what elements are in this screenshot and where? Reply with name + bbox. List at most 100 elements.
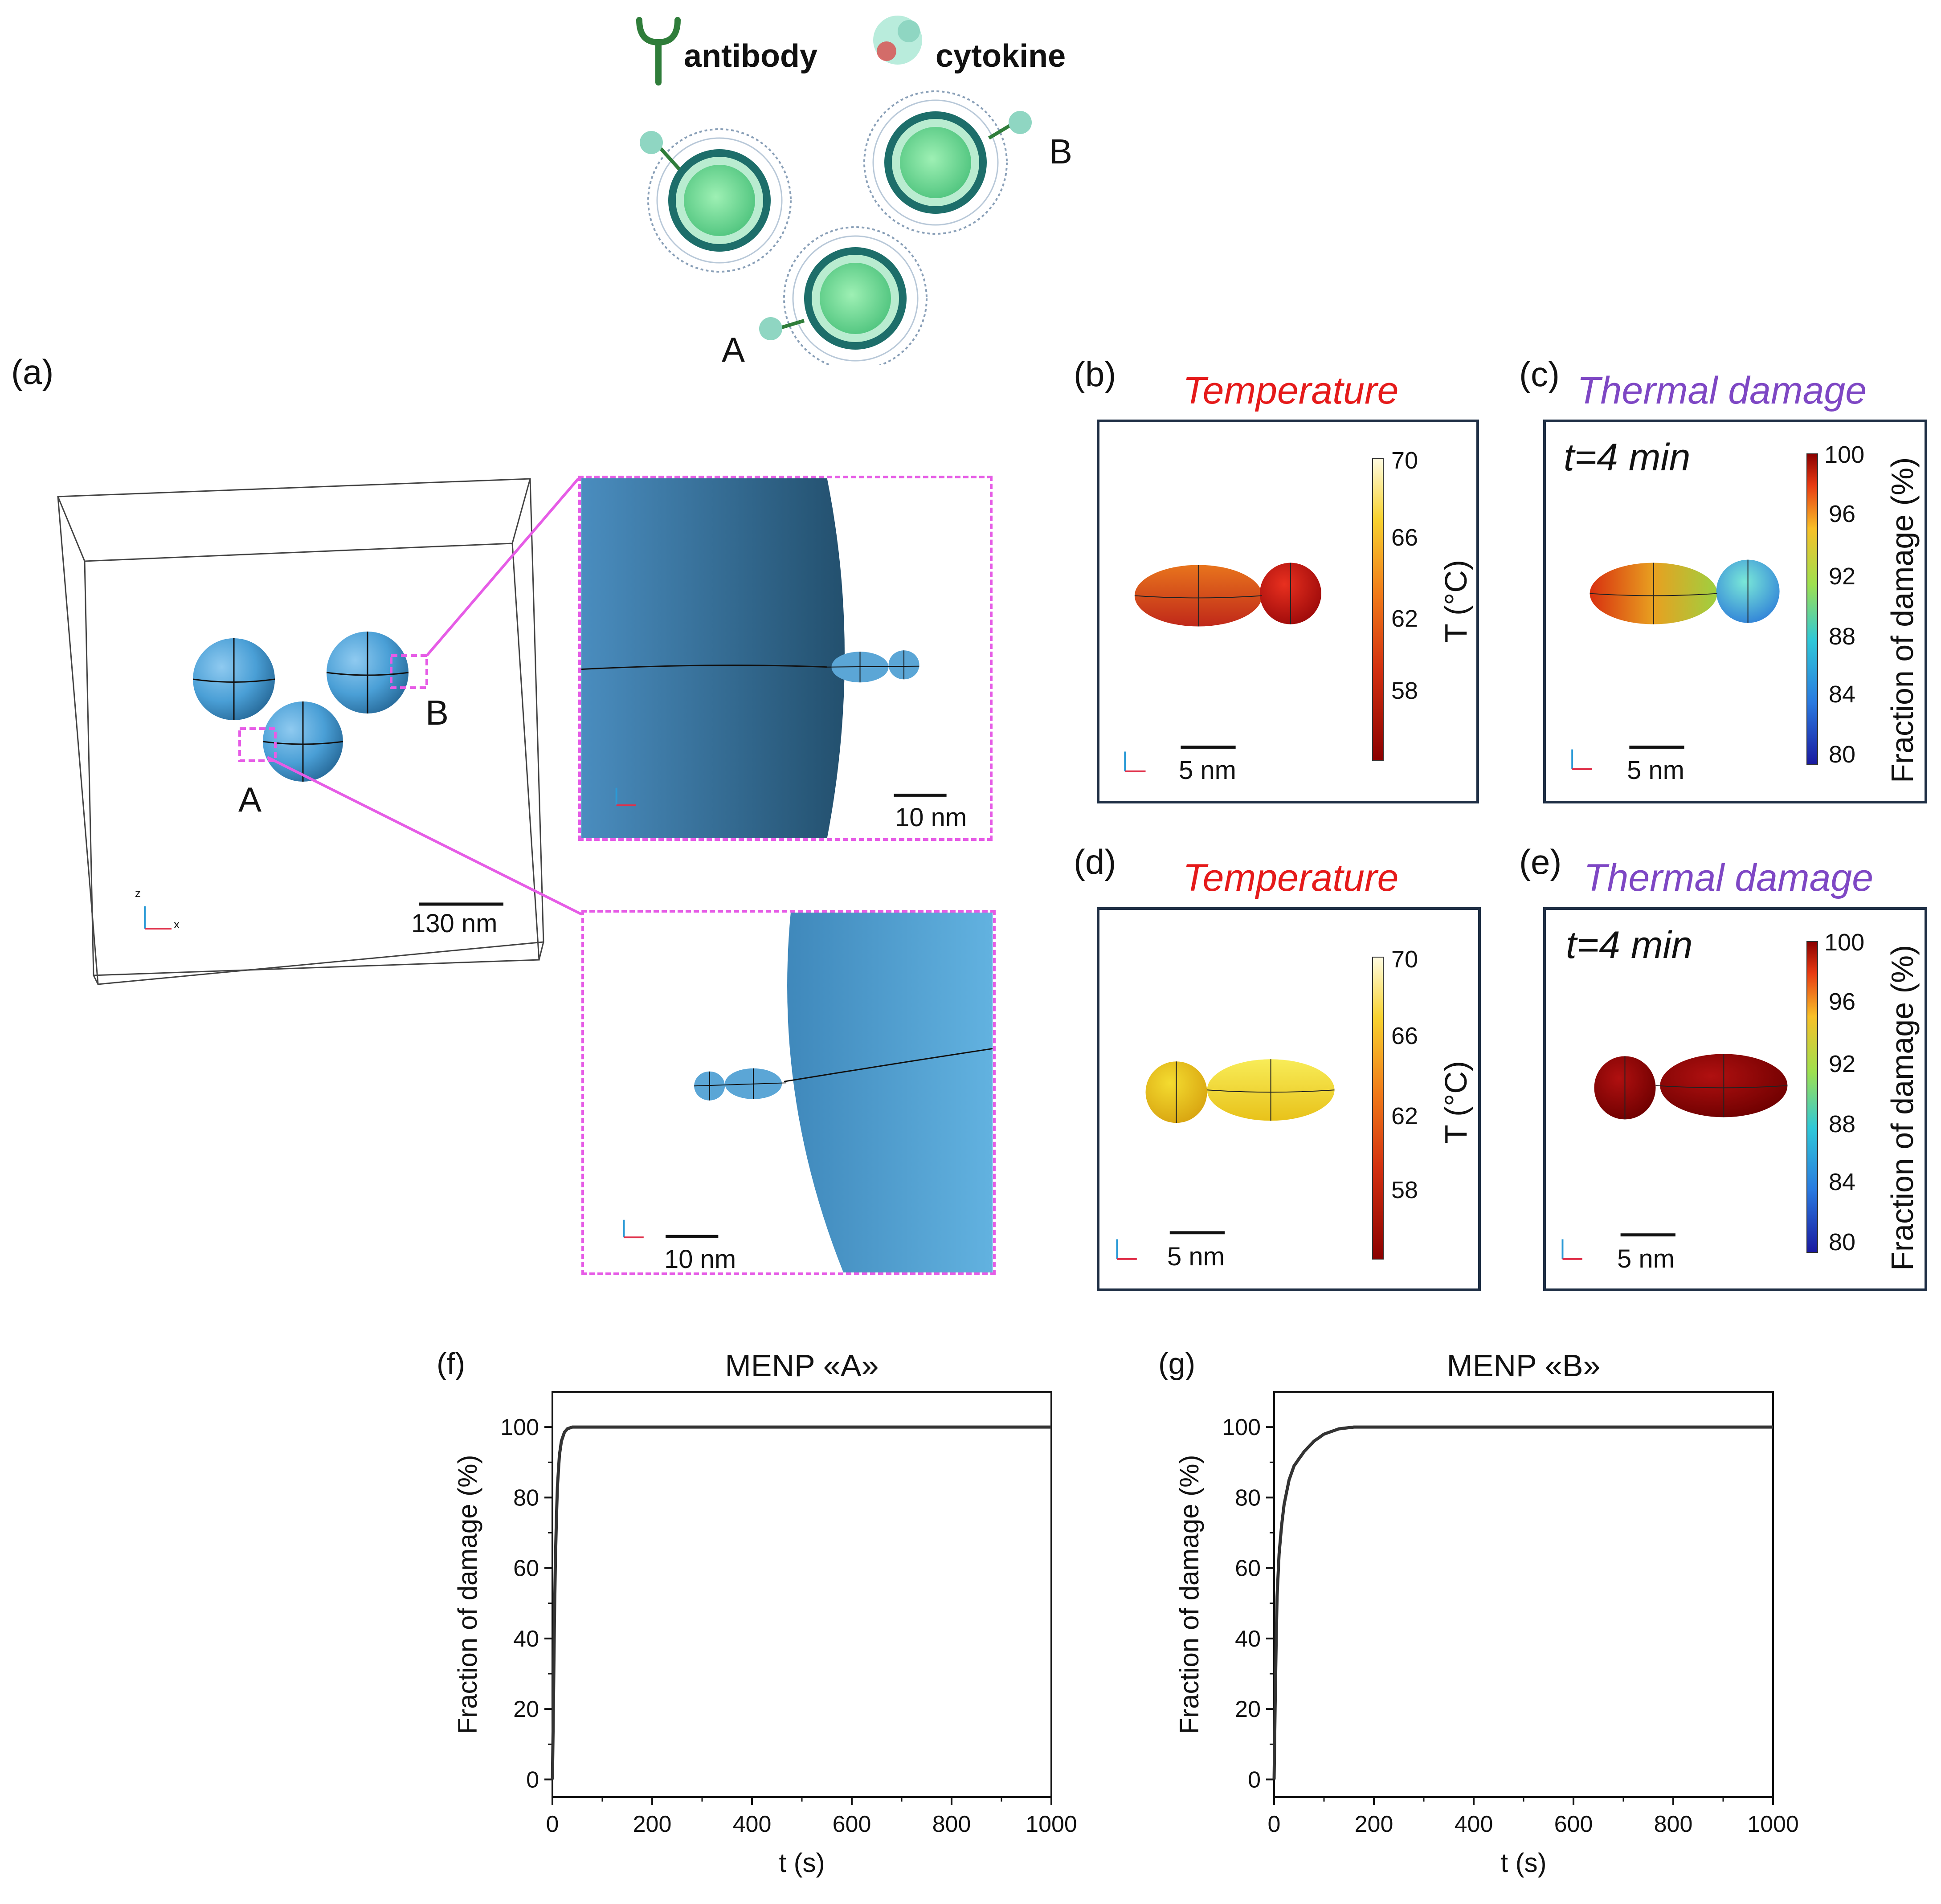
particle-right: [863, 90, 1032, 235]
sphere-left: [192, 638, 275, 720]
panel-c-label: (c): [1519, 355, 1560, 394]
axis-z-main: z: [135, 886, 141, 900]
tick: 70: [1391, 447, 1418, 474]
panel-label: (f): [437, 1347, 465, 1381]
y-tick-label: 0: [1248, 1767, 1261, 1793]
panel-b-label: (b): [1074, 355, 1116, 394]
tick: 84: [1829, 681, 1856, 708]
sphere-b: [326, 632, 409, 713]
particle-bottom: [759, 226, 928, 365]
tick: 70: [1391, 946, 1418, 973]
point-a-label: A: [238, 780, 262, 819]
y-tick-label: 60: [513, 1556, 539, 1582]
particle-a-label: A: [722, 330, 745, 369]
tick: 88: [1829, 1111, 1856, 1138]
particle-left: [640, 128, 792, 273]
x-tick-label: 0: [1268, 1811, 1281, 1837]
x-tick-label: 1000: [1747, 1811, 1799, 1837]
y-axis-label: Fraction of damage (%): [1174, 1455, 1204, 1734]
panel-b-title: Temperature: [1183, 369, 1399, 412]
scale-text: 5 nm: [1627, 756, 1684, 785]
panel-d-title: Temperature: [1183, 856, 1399, 899]
zoom-bottom-drawing: [623, 913, 993, 1272]
tick: 80: [1829, 741, 1856, 768]
schematic-drawing: [636, 16, 1032, 365]
tick: 62: [1391, 605, 1418, 632]
point-b-label: B: [425, 693, 449, 732]
tick: 92: [1829, 1051, 1856, 1077]
tick: 100: [1824, 441, 1865, 468]
panel-d-particles: [1116, 1059, 1335, 1260]
x-axis-label: t (s): [779, 1848, 825, 1878]
scale-zoom-bottom-text: 10 nm: [664, 1245, 736, 1274]
x-tick-label: 200: [633, 1811, 672, 1837]
tick: 80: [1829, 1229, 1856, 1256]
tick: 58: [1391, 677, 1418, 704]
particle-b-label: B: [1049, 132, 1073, 171]
zoom-panel-top: 10 nm: [578, 476, 993, 841]
zoom-panel-bottom: 10 nm: [581, 910, 996, 1275]
panel-e-particles: [1561, 1054, 1788, 1260]
sphere-a: [262, 701, 343, 782]
x-tick-label: 400: [733, 1811, 772, 1837]
tick: 62: [1391, 1103, 1418, 1129]
axis-x-main: x: [174, 917, 180, 931]
x-tick-label: 600: [1554, 1811, 1593, 1837]
scale-text: 5 nm: [1179, 756, 1236, 785]
tick: 100: [1824, 929, 1865, 956]
panel-b-frame: 70 66 62 58 T (°C) 5 nm: [1097, 420, 1479, 803]
x-tick-label: 600: [833, 1811, 871, 1837]
damage-colorbar: [1806, 453, 1818, 765]
colorbar-title: Fraction of damage (%): [1885, 457, 1920, 783]
scale-zoom-top-text: 10 nm: [895, 803, 967, 832]
panel-d-label: (d): [1074, 842, 1116, 881]
tick: 92: [1829, 563, 1856, 590]
scale-main-text: 130 nm: [411, 909, 498, 938]
panel-b-particles: [1124, 563, 1321, 772]
colorbar-title: Fraction of damage (%): [1885, 945, 1920, 1271]
axis-triad-main: [144, 906, 172, 930]
tick: 66: [1391, 524, 1418, 551]
tick: 88: [1829, 623, 1856, 650]
series-line: [1272, 1425, 1773, 1780]
x-tick-label: 200: [1355, 1811, 1393, 1837]
tick: 96: [1829, 988, 1856, 1015]
y-tick-label: 0: [526, 1767, 539, 1793]
y-tick-label: 20: [1235, 1696, 1261, 1722]
scale-text: 5 nm: [1167, 1242, 1225, 1271]
plot-frame: [552, 1391, 1052, 1798]
time-label: t=4 min: [1566, 924, 1693, 966]
y-axis-label: Fraction of damage (%): [453, 1455, 482, 1734]
temperature-colorbar: [1372, 957, 1384, 1260]
y-tick-label: 20: [513, 1696, 539, 1722]
antibody-icon: [636, 17, 681, 86]
panel-a-label: (a): [11, 352, 54, 391]
cytokine-icon: [873, 16, 922, 65]
scale-text: 5 nm: [1617, 1244, 1675, 1273]
y-tick-label: 100: [1222, 1415, 1261, 1440]
panel-c-particles: [1571, 559, 1780, 770]
time-label: t=4 min: [1564, 436, 1691, 479]
temperature-colorbar: [1372, 458, 1384, 761]
plot-frame: [1273, 1391, 1774, 1798]
y-tick-label: 100: [500, 1415, 539, 1440]
y-tick-label: 40: [1235, 1626, 1261, 1652]
panel-e-title: Thermal damage: [1584, 856, 1874, 899]
tick: 96: [1829, 501, 1856, 527]
zoom-region-b: [390, 654, 428, 689]
panel-e-label: (e): [1519, 842, 1562, 881]
y-tick-label: 40: [513, 1626, 539, 1652]
tick: 58: [1391, 1177, 1418, 1203]
x-axis-label: t (s): [1500, 1848, 1546, 1878]
antibody-label: antibody: [684, 38, 817, 74]
x-tick-label: 800: [1654, 1811, 1693, 1837]
x-tick-label: 0: [546, 1811, 559, 1837]
damage-colorbar: [1806, 941, 1818, 1253]
simulation-box: [57, 478, 544, 985]
chart-title: MENP «A»: [725, 1348, 879, 1383]
zoom-region-a: [238, 727, 277, 762]
colorbar-title: T (°C): [1438, 559, 1473, 643]
panel-e-frame: t=4 min 100 96 92 88 84 80 Fraction of d…: [1543, 907, 1927, 1291]
y-tick-label: 80: [1235, 1485, 1261, 1511]
